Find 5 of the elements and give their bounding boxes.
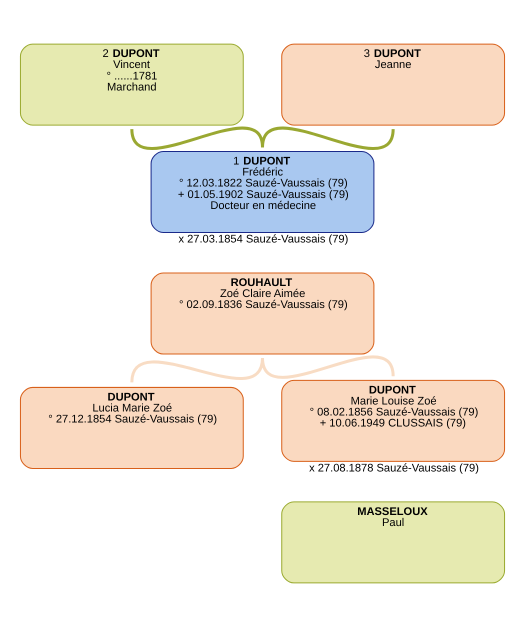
- node-label: x 27.08.1878 Sauzé-Vaussais (79): [309, 462, 479, 474]
- connector: [130, 126, 264, 150]
- node-label: x 27.03.1854 Sauzé-Vaussais (79): [178, 232, 348, 245]
- connector: [261, 355, 395, 378]
- connector: [261, 126, 395, 150]
